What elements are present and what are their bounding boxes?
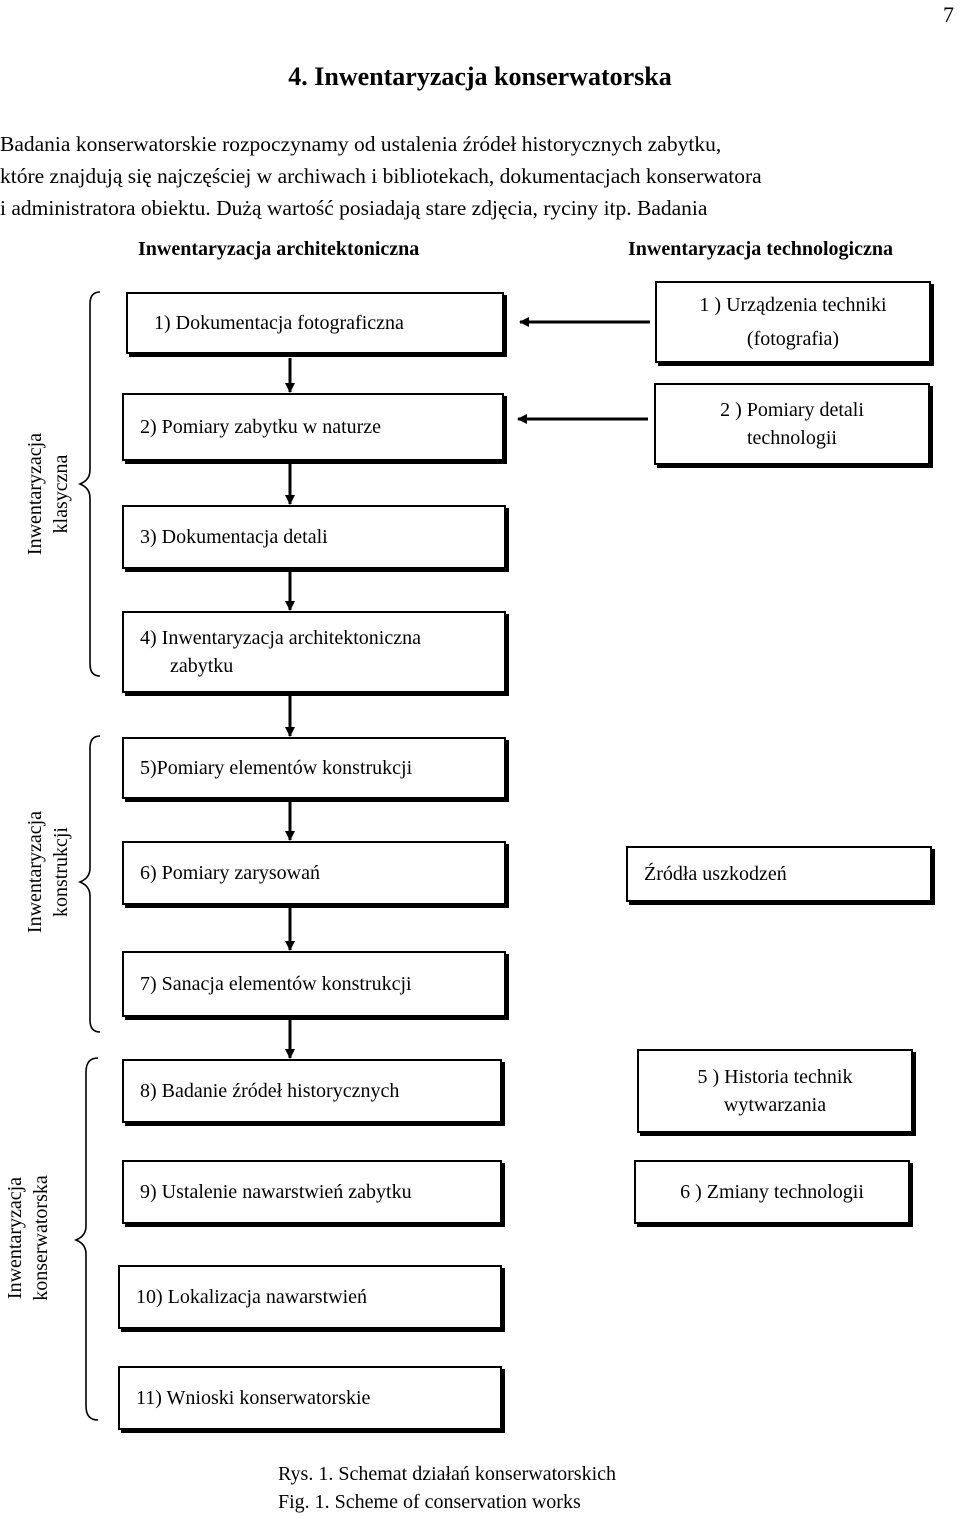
brace-conservation	[73, 1057, 99, 1421]
tech-box-1: 1 ) Urządzenia techniki (fotografia)	[655, 281, 931, 363]
step-box-4: 4) Inwentaryzacja architektoniczna zabyt…	[122, 611, 506, 693]
tech-box-2: 2 ) Pomiary detali technologii	[654, 383, 930, 465]
tech-box-6: 6 ) Zmiany technologii	[634, 1160, 910, 1224]
intro-line: i administratora obiektu. Dużą wartość p…	[0, 196, 708, 220]
step-box-10: 10) Lokalizacja nawarstwień	[118, 1265, 502, 1329]
step-box-3: 3) Dokumentacja detali	[122, 505, 506, 569]
step-box-9: 9) Ustalenie nawarstwień zabytku	[122, 1160, 502, 1224]
intro-line: które znajdują się najczęściej w archiwa…	[0, 164, 762, 188]
step-box-7: 7) Sanacja elementów konstrukcji	[122, 951, 506, 1017]
group-label-classic: Inwentaryzacja klasyczna	[24, 432, 72, 556]
step-box-2: 2) Pomiary zabytku w naturze	[122, 393, 504, 461]
step-box-8: 8) Badanie źródeł historycznych	[122, 1059, 502, 1123]
caption-english: Fig. 1. Scheme of conservation works	[278, 1491, 581, 1513]
intro-line: Badania konserwatorskie rozpoczynamy od …	[0, 132, 722, 156]
damage-sources-box: Źródła uszkodzeń	[626, 846, 932, 902]
step-box-5: 5)Pomiary elementów konstrukcji	[122, 737, 506, 799]
tech-box-5: 5 ) Historia technik wytwarzania	[637, 1049, 913, 1133]
column-head-architectural: Inwentaryzacja architektoniczna	[138, 238, 420, 260]
intro-paragraph: Badania konserwatorskie rozpoczynamy od …	[0, 128, 958, 224]
step-box-6: 6) Pomiary zarysowań	[122, 841, 506, 905]
column-head-technological: Inwentaryzacja technologiczna	[628, 238, 893, 260]
page-number: 7	[943, 2, 954, 27]
group-label-construction: Inwentaryzacja konstrukcji	[24, 810, 72, 934]
step-box-11: 11) Wnioski konserwatorskie	[118, 1366, 502, 1430]
brace-construction	[77, 735, 101, 1033]
caption-polish: Rys. 1. Schemat działań konserwatorskich	[278, 1463, 617, 1485]
figure-caption: Rys. 1. Schemat działań konserwatorskich…	[278, 1460, 616, 1516]
brace-classic	[77, 291, 101, 677]
group-label-conservation: Inwentaryzacja konserwatorska	[4, 1175, 52, 1301]
step-box-1: 1) Dokumentacja fotograficzna	[126, 292, 504, 354]
section-heading: 4. Inwentaryzacja konserwatorska	[288, 62, 672, 91]
